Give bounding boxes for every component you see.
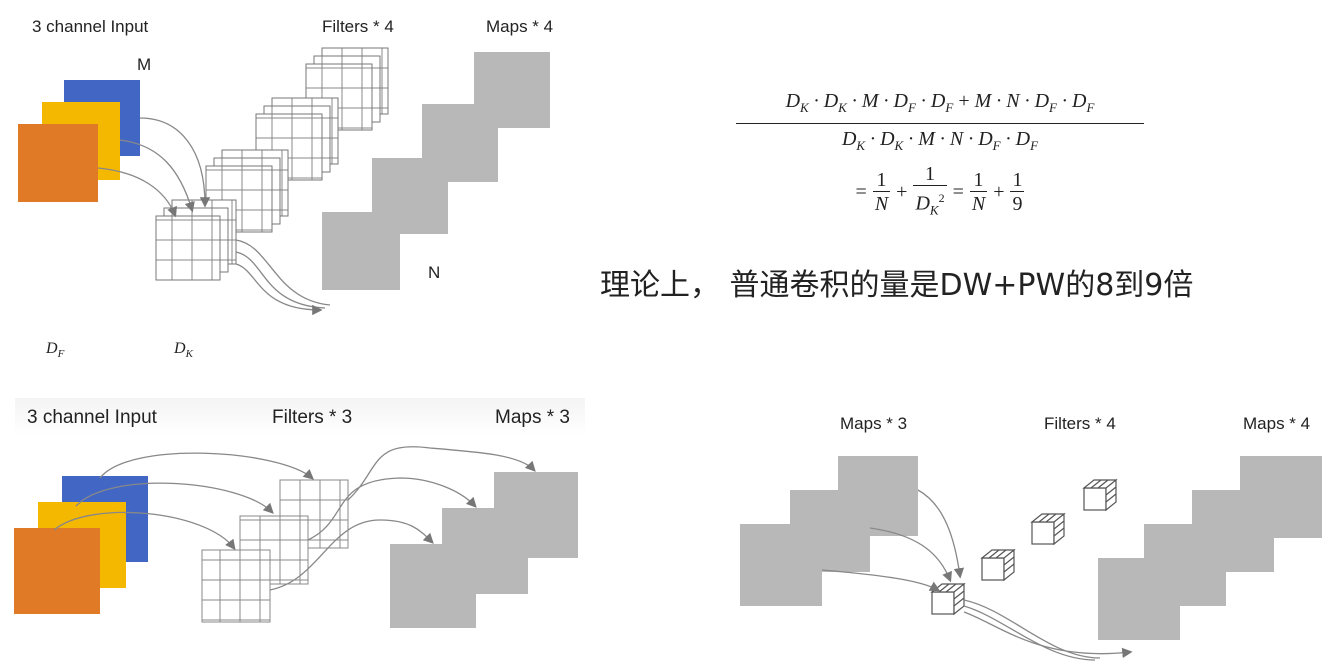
df-label: DF xyxy=(46,340,65,361)
top-filters-label: Filters * 4 xyxy=(322,17,394,36)
top-input-channels xyxy=(18,80,140,202)
top-filters xyxy=(155,47,389,281)
bottom-left-input-label: 3 channel Input xyxy=(27,407,157,428)
formula-fraction-line xyxy=(736,123,1144,124)
bottom-right-filters xyxy=(930,478,1118,616)
top-input-label: 3 channel Input xyxy=(32,17,149,36)
bottom-right-output-maps xyxy=(1098,456,1322,640)
formula-denominator: DK · DK · M · N · DF · DF xyxy=(841,128,1039,153)
bottom-left-output-maps xyxy=(390,472,578,628)
bottom-right-arrows xyxy=(821,489,1133,661)
formula-numerator: DK · DK · M · DF · DF + M · N · DF · DF xyxy=(785,90,1095,115)
top-arrows xyxy=(97,117,331,316)
caption-text: 理论上， 普通卷积的量是DW+PW的8到9倍 xyxy=(600,268,1194,303)
top-maps-label: Maps * 4 xyxy=(486,17,554,36)
n-label: N xyxy=(428,263,441,282)
bottom-left-maps-label: Maps * 3 xyxy=(495,407,570,428)
m-label: M xyxy=(137,55,152,74)
bottom-right-filters-label: Filters * 4 xyxy=(1044,414,1116,433)
bottom-right-maps-in-label: Maps * 3 xyxy=(840,414,908,433)
bottom-left-header-band xyxy=(15,398,585,436)
bottom-right-maps-out-label: Maps * 4 xyxy=(1243,414,1311,433)
complexity-formula: DK · DK · M · DF · DF + M · N · DF · DF … xyxy=(736,88,1144,223)
bottom-left-arrows xyxy=(53,446,536,591)
bottom-left-input-channels xyxy=(14,476,148,614)
top-output-maps xyxy=(322,52,550,290)
bottom-left-filters-label: Filters * 3 xyxy=(272,407,353,428)
bottom-right-input-maps xyxy=(740,456,918,606)
dk-label: DK xyxy=(174,340,193,361)
